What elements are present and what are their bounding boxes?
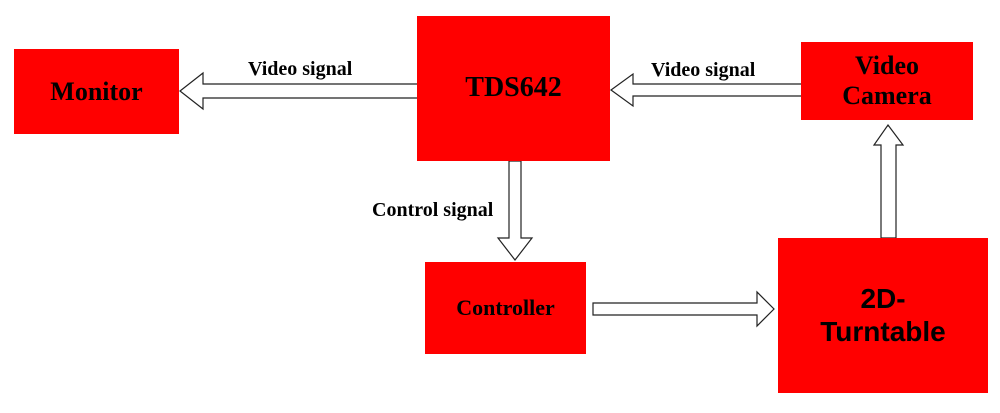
video-camera-box: Video Camera: [801, 42, 973, 120]
turntable-label-line2: Turntable: [820, 315, 946, 347]
edge-label-camera-to-tds: Video signal: [651, 59, 756, 81]
edge-label-tds-to-controller: Control signal: [372, 199, 494, 221]
tds642-label: TDS642: [465, 72, 562, 104]
arrow-tds-to-monitor: [179, 71, 419, 111]
edge-label-tds-to-monitor: Video signal: [248, 58, 353, 80]
monitor-box: Monitor: [14, 49, 179, 134]
controller-label: Controller: [456, 295, 555, 321]
arrow-camera-to-tds: [609, 72, 803, 108]
turntable-box: 2D- Turntable: [778, 238, 988, 393]
video-camera-label-line2: Camera: [842, 81, 932, 110]
tds642-box: TDS642: [417, 16, 610, 161]
turntable-label-line1: 2D-: [860, 283, 906, 315]
arrow-tds-to-controller: [496, 160, 534, 261]
arrow-controller-to-turntable: [592, 290, 775, 328]
monitor-label: Monitor: [50, 76, 143, 106]
controller-box: Controller: [425, 262, 586, 354]
arrow-turntable-to-camera: [872, 123, 905, 239]
video-camera-label-line1: Video: [854, 51, 920, 81]
